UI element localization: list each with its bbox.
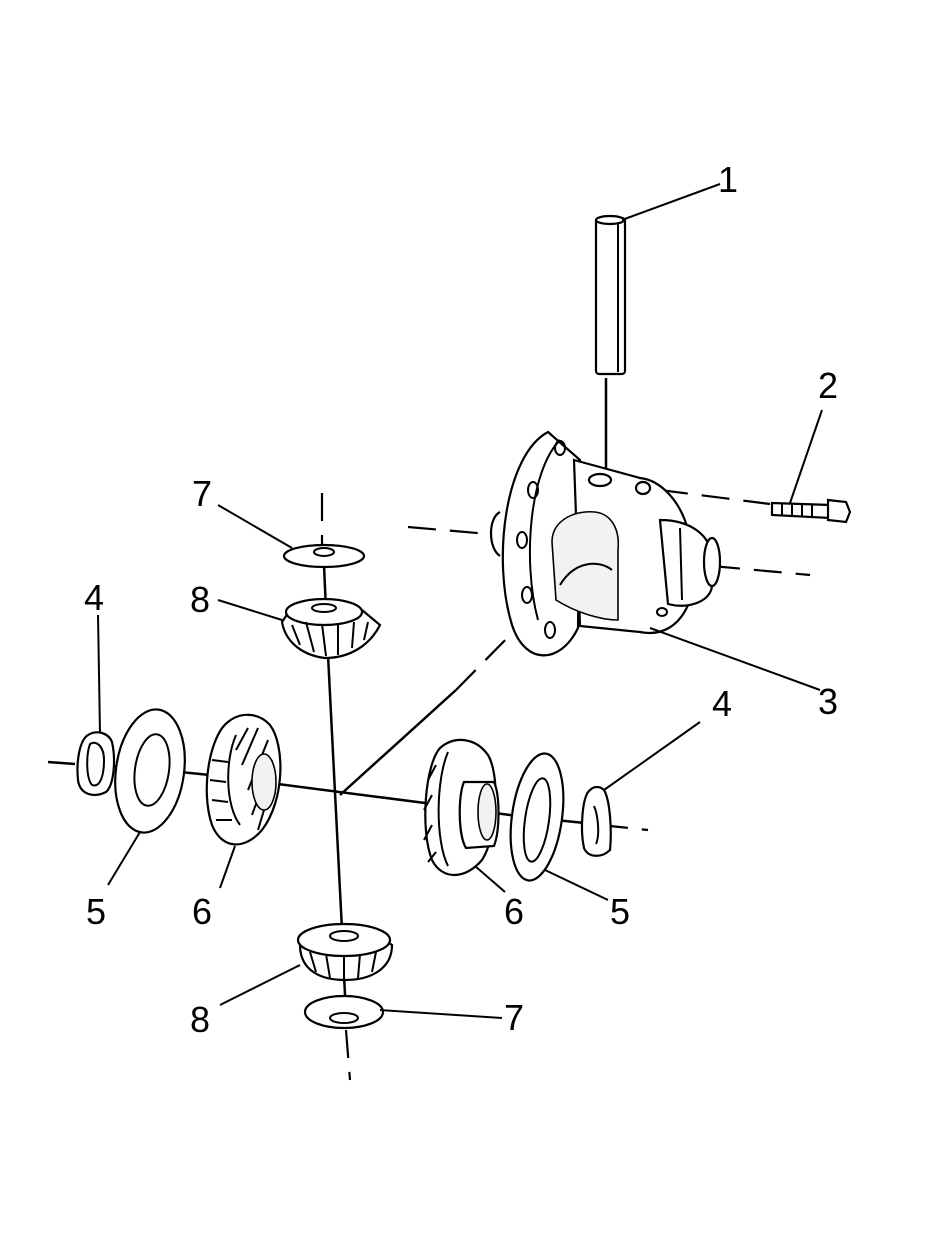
- side-gear-left: [205, 713, 282, 846]
- leader-lines: [97, 183, 823, 1019]
- callout-7-top: 7: [192, 473, 212, 514]
- callout-7-bottom: 7: [504, 997, 524, 1038]
- callout-2: 2: [818, 365, 838, 406]
- pinion-shaft: [594, 214, 627, 376]
- pinion-gear-top: [280, 597, 382, 660]
- side-gear-washer-right: [509, 752, 565, 882]
- callout-4-left: 4: [84, 577, 104, 618]
- pinion-washer-top: [282, 543, 366, 569]
- callout-5-right: 5: [610, 891, 630, 932]
- callout-1: 1: [718, 159, 738, 200]
- callout-6-right: 6: [504, 891, 524, 932]
- side-gear-right: [423, 738, 500, 876]
- callout-5-left: 5: [86, 891, 106, 932]
- pinion-washer-bottom: [303, 994, 385, 1030]
- thrust-block-right: [580, 785, 612, 857]
- callout-8-top: 8: [190, 579, 210, 620]
- pinion-gear-bottom: [296, 922, 394, 982]
- callout-8-bottom: 8: [190, 999, 210, 1040]
- thrust-block-left: [76, 731, 116, 796]
- callout-3: 3: [818, 681, 838, 722]
- callout-labels: 1 2 3 4 4 5 5 6 6 7 7 8 8: [84, 159, 838, 1040]
- side-gear-washer-left: [114, 708, 186, 834]
- callout-4-right: 4: [712, 683, 732, 724]
- differential-case: [489, 430, 722, 657]
- callout-6-left: 6: [192, 891, 212, 932]
- bolt: [770, 498, 852, 524]
